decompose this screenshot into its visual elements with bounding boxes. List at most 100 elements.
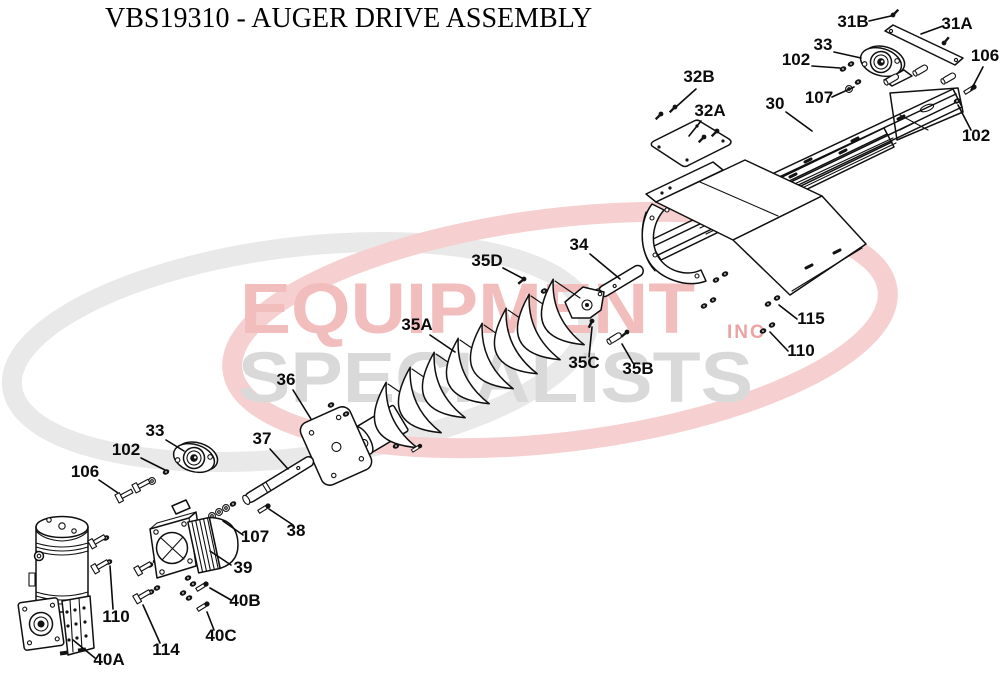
leader-line — [589, 253, 621, 280]
callout-107-left: 107 — [222, 520, 269, 546]
frame-assembly — [641, 69, 964, 296]
watermark-inc: INC — [727, 322, 766, 343]
callout-32A: 32A — [688, 101, 726, 137]
leader-line — [868, 15, 892, 22]
part-label-35A: 35A — [401, 315, 432, 334]
leader-line — [970, 66, 984, 91]
part-label-102-left: 102 — [112, 440, 140, 459]
auger-spiral — [352, 278, 605, 455]
part-label-106-right: 106 — [971, 46, 999, 65]
callout-33-left: 33 — [146, 421, 185, 452]
leader-line — [72, 639, 96, 659]
callouts: 31B 31A 33 102 106 32B 32A 30 107 102 34… — [71, 12, 999, 669]
callout-102-right: 102 — [957, 104, 990, 145]
gearbox-flange — [17, 597, 65, 651]
callout-35C: 35C — [568, 326, 600, 372]
leader-line — [676, 88, 697, 107]
part-label-107-top: 107 — [805, 88, 833, 107]
callout-110-right: 110 — [769, 331, 815, 360]
leader-line — [206, 611, 215, 631]
part-label-40B: 40B — [229, 591, 260, 610]
leader-line — [778, 304, 798, 320]
leader-line — [222, 520, 244, 536]
leader-line — [209, 550, 232, 566]
leader-line — [831, 86, 855, 98]
part-label-114: 114 — [152, 640, 180, 659]
callout-114: 114 — [142, 604, 180, 659]
mount-bar-31a — [884, 24, 964, 66]
part-label-32A: 32A — [694, 101, 725, 120]
part-label-106-left: 106 — [71, 462, 99, 481]
callout-40B: 40B — [209, 587, 261, 610]
part-label-110-right: 110 — [787, 341, 814, 360]
hardware-cluster-left — [114, 468, 171, 504]
leader-line — [109, 565, 114, 610]
leader-line — [769, 331, 789, 352]
callout-31A: 31A — [920, 14, 973, 35]
part-label-39: 39 — [234, 558, 253, 577]
leader-line — [165, 439, 185, 452]
callout-106-left: 106 — [71, 462, 119, 494]
callout-110-left: 110 — [102, 565, 130, 626]
leader-line — [920, 25, 944, 35]
leader-line — [98, 479, 119, 494]
part-label-38: 38 — [287, 521, 306, 540]
leader-line — [292, 389, 312, 420]
part-label-35C: 35C — [568, 353, 599, 372]
leader-line — [140, 457, 166, 471]
callout-35A: 35A — [401, 315, 456, 353]
cover-plate-32a — [650, 119, 732, 168]
callout-30: 30 — [766, 94, 813, 132]
callout-115: 115 — [778, 304, 825, 328]
leader-line — [833, 51, 862, 59]
leader-line — [957, 104, 972, 131]
callout-40A: 40A — [72, 639, 125, 669]
leader-line — [502, 267, 523, 279]
part-label-40A: 40A — [93, 650, 124, 669]
part-label-107-left: 107 — [241, 527, 269, 546]
gearbox-bracket-39 — [149, 499, 239, 579]
part-label-35B: 35B — [622, 359, 653, 378]
callout-33-top: 33 — [814, 35, 862, 59]
part-label-31B: 31B — [837, 12, 868, 31]
callout-32B: 32B — [676, 67, 715, 107]
callout-31B: 31B — [837, 12, 892, 31]
leader-line — [142, 604, 161, 644]
part-label-40C: 40C — [205, 626, 236, 645]
part-label-30: 30 — [766, 94, 785, 113]
callout-35B: 35B — [621, 343, 654, 378]
part-label-32B: 32B — [683, 67, 714, 86]
leader-line — [688, 120, 702, 137]
part-label-36: 36 — [277, 370, 296, 389]
callout-38: 38 — [268, 508, 306, 540]
motor-assembly — [17, 515, 95, 656]
hardware-cluster-motor — [87, 532, 162, 605]
callout-107-top: 107 — [805, 86, 855, 107]
part-label-34: 34 — [570, 235, 589, 254]
part-label-115: 115 — [797, 309, 824, 328]
callout-37: 37 — [253, 429, 289, 470]
bolt-38 — [256, 501, 273, 515]
part-label-35D: 35D — [471, 251, 502, 270]
callout-35D: 35D — [471, 251, 523, 279]
leader-line — [811, 65, 841, 69]
watermark-swoosh-pink — [222, 201, 898, 459]
leader-line — [588, 326, 593, 358]
coupler — [187, 516, 239, 574]
leader-line — [268, 508, 294, 526]
leader-line — [209, 587, 232, 601]
callout-40C: 40C — [205, 611, 237, 645]
part-label-33-top: 33 — [814, 35, 833, 54]
leader-line — [785, 111, 813, 132]
callout-102-top: 102 — [782, 50, 841, 69]
hardware-cluster-40bc — [178, 574, 212, 613]
callout-106-right: 106 — [970, 46, 999, 91]
leader-line — [621, 343, 634, 364]
part-label-33-left: 33 — [146, 421, 165, 440]
callout-39: 39 — [209, 550, 253, 577]
callout-34: 34 — [570, 235, 621, 280]
leader-line — [429, 334, 456, 353]
part-label-37: 37 — [253, 429, 272, 448]
